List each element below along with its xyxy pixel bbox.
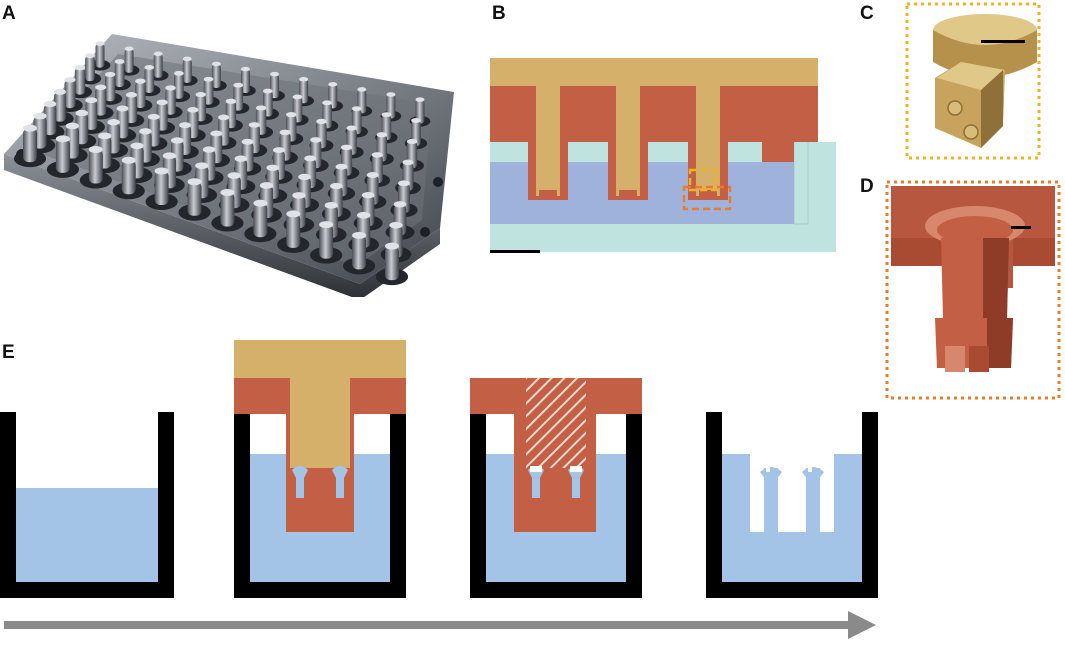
step-3-pin-removed: [470, 378, 642, 598]
mold-pin: [54, 91, 66, 122]
mold-pin: [85, 55, 95, 82]
mold-pin: [174, 73, 184, 99]
panel-label-e: E: [2, 342, 15, 363]
mold-pin: [240, 69, 250, 94]
mold-pin: [104, 74, 116, 102]
mold-pin: [43, 103, 57, 136]
mold-pin: [203, 79, 214, 105]
panel-label-d: D: [860, 176, 874, 197]
mold-photo: [4, 34, 454, 297]
mold-pin: [88, 149, 103, 184]
mold-pin: [74, 67, 86, 95]
mold-pin: [121, 160, 136, 195]
highlight-box-d: [682, 185, 732, 211]
mold-pin: [95, 87, 107, 116]
mold-pin: [95, 43, 105, 68]
mold-pin: [144, 67, 155, 93]
mold-pin: [352, 235, 367, 270]
mold-pin: [125, 94, 138, 124]
mold-pin: [114, 61, 125, 87]
scale-bar-d: [1011, 226, 1031, 229]
mold-pin: [211, 63, 221, 88]
step-4-final-gel: [706, 412, 878, 598]
step-1-well-filled: [0, 412, 174, 598]
sleeve-detail-view: [885, 180, 1061, 400]
mold-pin: [85, 100, 98, 130]
mold-pin: [182, 58, 192, 83]
mold-pin: [165, 87, 176, 115]
mold-pin: [153, 53, 163, 78]
mold-pin: [187, 181, 202, 216]
highlight-box-c: [688, 168, 718, 192]
mold-pin: [253, 203, 268, 238]
cad-cross-section: [490, 58, 836, 253]
right-arrow-icon: [4, 611, 876, 639]
mold-pin: [385, 246, 399, 281]
pin-detail-view: [905, 2, 1041, 160]
process-schematic: [0, 340, 878, 639]
mold-pin: [135, 81, 146, 109]
step-2-mold-inserted: [234, 340, 406, 598]
panel-label-b: B: [492, 3, 506, 24]
scale-bar-c: [981, 40, 1025, 43]
mold-pin: [23, 128, 37, 163]
mold-pin: [286, 213, 301, 248]
mold-pin: [124, 48, 134, 73]
mold-pin: [270, 74, 280, 99]
panel-label-a: A: [2, 3, 16, 24]
panel-label-c: C: [860, 3, 874, 24]
scale-bar-b: [490, 250, 540, 253]
mold-pin: [55, 138, 70, 173]
mold-pin: [220, 192, 235, 227]
mold-pin: [415, 99, 425, 124]
mold-pin: [154, 171, 169, 206]
cad-tan-top-plate: [490, 58, 818, 86]
mold-pin: [64, 79, 76, 109]
mold-pin: [319, 224, 334, 259]
